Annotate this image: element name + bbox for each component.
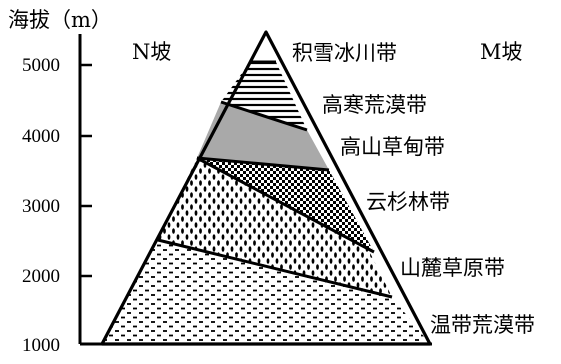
- zone-snow-glacier: [250, 32, 276, 62]
- boundary-3: [196, 156, 330, 172]
- zone-label-spruce-forest: 云杉林带: [366, 190, 450, 214]
- tick-label-1000: 1000: [22, 335, 60, 356]
- tick-label-3000: 3000: [22, 196, 60, 217]
- zone-label-alpine-meadow: 高山草甸带: [340, 135, 445, 159]
- tick-label-4000: 4000: [22, 126, 60, 147]
- m-slope-label: M坡: [480, 40, 523, 64]
- zone-label-snow-glacier: 积雪冰川带: [292, 41, 397, 65]
- n-slope-label: N坡: [132, 40, 172, 64]
- axis-title: 海拔（m）: [8, 8, 112, 32]
- zone-temperate-desert: [102, 240, 430, 344]
- boundary-2: [220, 100, 308, 132]
- zone-label-temperate-desert: 温带荒漠带: [430, 313, 535, 337]
- zone-alpine-meadow: [197, 102, 329, 170]
- boundary-5: [157, 238, 393, 299]
- zone-label-foothill-steppe: 山麓草原带: [400, 256, 505, 280]
- tick-label-5000: 5000: [22, 55, 60, 76]
- boundary-4: [196, 156, 375, 254]
- zone-label-alpine-desert: 高寒荒漠带: [322, 93, 427, 117]
- mountain-outline: [100, 30, 432, 346]
- tick-label-2000: 2000: [22, 266, 60, 287]
